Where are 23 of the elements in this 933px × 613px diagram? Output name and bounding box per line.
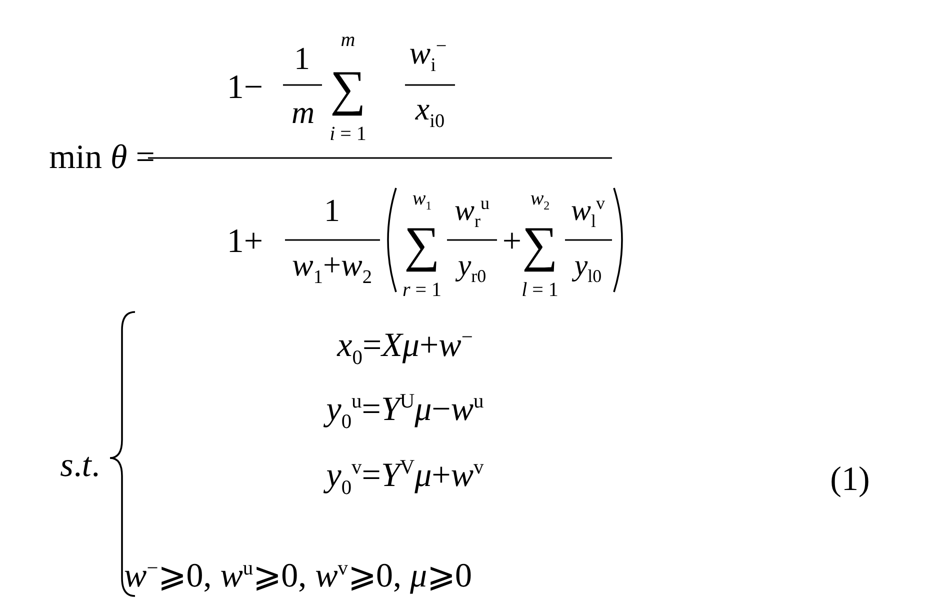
formula-text: y$_{0}$$^{u}$=Y$^{U}$μ−w$^{u}$ xyxy=(326,392,484,432)
summation-limit: m xyxy=(340,30,356,50)
formula-text: y$_{l0}$ xyxy=(574,251,602,285)
formula-text: 1 xyxy=(324,194,340,226)
formula-text: w$^{−}$⩾0, w$^{u}$⩾0, w$^{v}$⩾0, μ⩾0 xyxy=(124,558,472,594)
formula-text: 1− xyxy=(226,71,264,105)
summation-limit: w$_{2}$ xyxy=(530,188,550,212)
formula-text: x$_{0}$=Xμ+w$^{−}$ xyxy=(337,328,473,368)
summation-limit: i = 1 xyxy=(330,124,366,144)
equation-number: (1) xyxy=(830,463,870,497)
formula-text: m xyxy=(291,96,315,128)
formula-text: 1+ xyxy=(226,225,264,259)
formula-text: min θ = xyxy=(49,141,155,175)
summation-limit: w$_{1}$ xyxy=(412,188,432,212)
formula-text: y$_{0}$$^{v}$=Y$^{V}$μ+w$^{v}$ xyxy=(326,458,484,498)
formula-text: w$_{1}$+w$_{2}$ xyxy=(292,248,372,288)
formula-text: y$_{r0}$ xyxy=(458,251,486,285)
summation-limit: r = 1 xyxy=(402,280,442,300)
summation-limit: l = 1 xyxy=(522,280,558,300)
formula-text: + xyxy=(502,225,522,259)
constraint-label: s.t. xyxy=(60,449,100,483)
formula-text: x$_{i0}$ xyxy=(415,92,445,132)
formula-text: 1 xyxy=(294,42,310,74)
